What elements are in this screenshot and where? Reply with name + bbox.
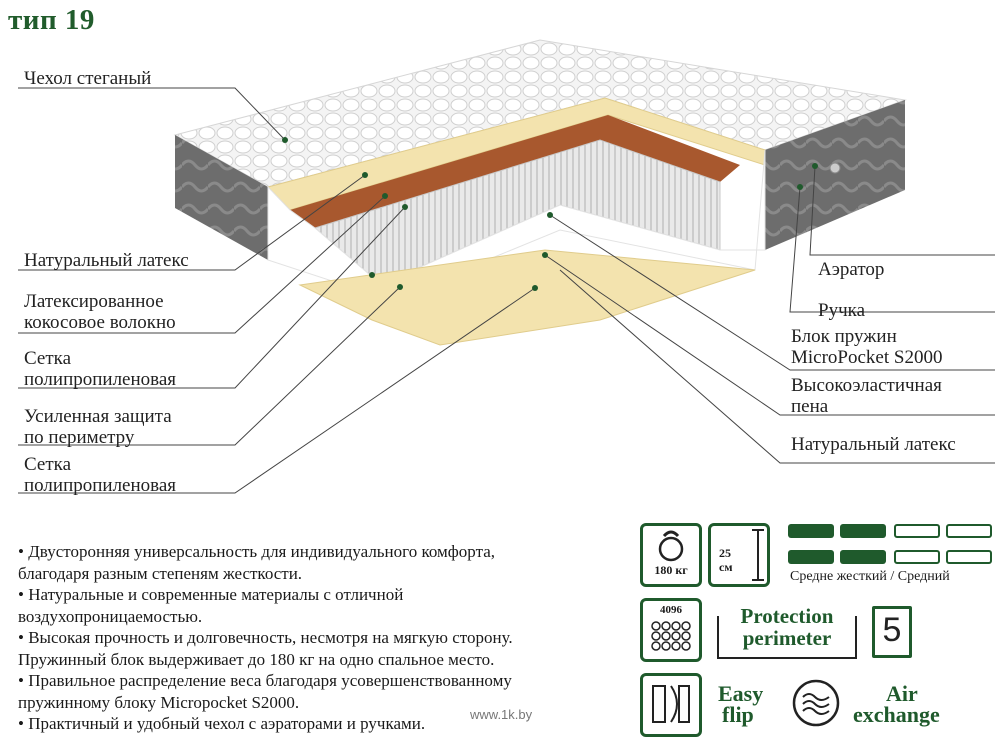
weight-badge: 180 кг [640, 523, 702, 587]
list-item: • Правильное распределение веса благодар… [18, 671, 512, 690]
label-mesh-top-line1: Сетка [24, 348, 72, 369]
coconut-layer [290, 115, 740, 228]
list-item: воздухопроницаемостью. [18, 606, 203, 626]
air-exchange-icon [792, 679, 840, 727]
label-perimeter-line1: Усиленная защита [24, 406, 172, 427]
easy-flip-line1: Easy [718, 681, 764, 706]
flip-icon [652, 685, 690, 723]
firmness-scale [788, 524, 998, 568]
air-exchange-line1: Air [886, 681, 918, 706]
warranty-badge: 5 [872, 606, 912, 658]
label-latex-top: Натуральный латекс [24, 250, 189, 271]
mattress-diagram [18, 39, 995, 494]
ruler-icon [752, 529, 764, 581]
firmness-bar [840, 550, 886, 564]
firmness-label: Средне жесткий / Средний [790, 569, 950, 584]
watermark: www.1k.by [470, 707, 533, 722]
label-mesh-bottom-line2: полипропиленовая [24, 475, 177, 496]
label-perimeter-line2: по периметру [24, 427, 135, 448]
label-mesh-bottom-line1: Сетка [24, 454, 72, 475]
kettlebell-icon [658, 530, 684, 562]
list-item: • Натуральные и современные материалы с … [18, 585, 404, 604]
label-coconut-line2: кокосовое волокно [24, 312, 176, 333]
label-spring-block-line2: MicroPocket S2000 [791, 347, 943, 368]
springs-grid-icon [651, 621, 691, 651]
aerator-dot [829, 162, 841, 174]
label-foam-line2: пена [791, 396, 829, 417]
easy-flip-line2: flip [722, 702, 754, 727]
list-item: благодаря разным степеням жесткости. [18, 563, 303, 583]
firmness-bar [840, 524, 886, 538]
height-badge: 25 см [708, 523, 770, 587]
firmness-bar [788, 524, 834, 538]
firmness-bar [788, 550, 834, 564]
list-item: • Двусторонняя универсальность для индив… [18, 542, 496, 561]
label-aerator: Аэратор [818, 259, 885, 280]
list-item: пружинному блоку Micropocket S2000. [18, 692, 300, 712]
label-foam-line1: Высокоэластичная [791, 375, 942, 396]
label-spring-block-line1: Блок пружин [791, 326, 897, 347]
protection-perimeter-badge: Protection perimeter [712, 600, 862, 660]
feature-list: • Двусторонняя универсальность для индив… [18, 541, 618, 735]
springs-badge: 4096 [640, 598, 702, 662]
flip-badge [640, 673, 702, 737]
firmness-bar [894, 550, 940, 564]
label-latex-bottom: Натуральный латекс [791, 434, 956, 455]
firmness-bar [894, 524, 940, 538]
list-item: • Практичный и удобный чехол с аэраторам… [18, 714, 426, 733]
label-coconut-line1: Латексированное [24, 291, 164, 312]
mattress-side-right [765, 100, 905, 250]
page-title: тип 19 [8, 4, 95, 36]
list-item: Пружинный блок выдерживает до 180 кг на … [18, 649, 495, 669]
mattress-side-left [175, 135, 268, 260]
list-item: • Высокая прочность и долговечность, нес… [18, 628, 513, 647]
air-exchange-line2: exchange [853, 702, 940, 727]
firmness-bar [946, 524, 992, 538]
firmness-bar [946, 550, 992, 564]
label-handle: Ручка [818, 300, 865, 321]
label-cover: Чехол стеганый [24, 68, 152, 89]
label-mesh-top-line2: полипропиленовая [24, 369, 177, 390]
perimeter-frame-icon [717, 616, 857, 659]
